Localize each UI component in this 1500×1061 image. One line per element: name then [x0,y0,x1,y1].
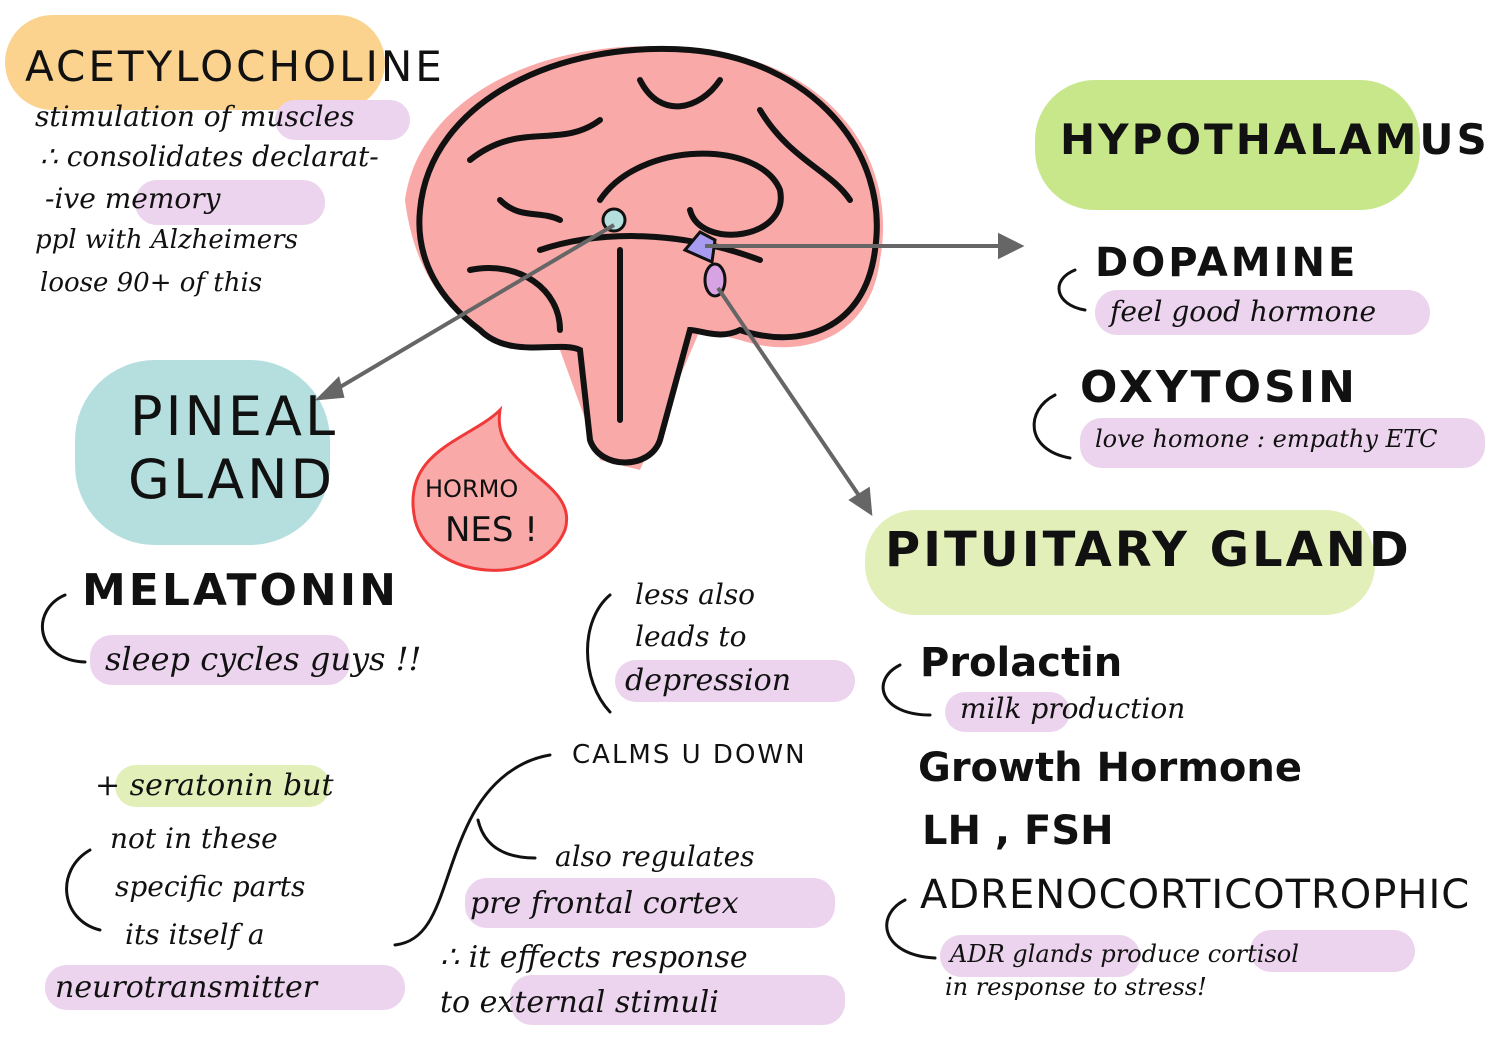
dopamine-note-highlight [1095,290,1430,335]
arrow-to-pituitary [716,286,864,502]
hypothalamus-highlight [1035,80,1420,210]
brain-folds [467,77,853,423]
hormones-badge [411,405,569,572]
pituitary-title: PITUITARY GLAND [885,522,1412,578]
serotonin-highlight [115,765,330,807]
pineal-title: GLAND [128,448,336,511]
prolactin-note: milk production [960,692,1186,725]
serotonin-line: neurotransmitter [55,970,318,1005]
muscles-highlight [275,100,410,140]
cortisol-highlight [1250,930,1415,972]
regulates-line: ∴ it effects response [440,940,748,975]
depression-arrow-icon [586,593,612,714]
memory-highlight [135,180,325,225]
brain-outline [416,46,880,466]
depression-line: depression [625,663,792,698]
depression-line: less also [635,578,756,611]
serotonin-line: its itself a [125,918,265,951]
serotonin-line: not in these [110,822,278,855]
melatonin-note: sleep cycles guys !! [105,640,422,678]
dopamine-label: DOPAMINE [1095,240,1359,286]
external-highlight [510,975,845,1025]
acth-label: ADRENOCORTICOTROPHIC [920,872,1471,918]
regulates-arrow-icon [476,818,537,860]
oxytocin-arrow-icon [1032,393,1072,460]
hormones-badge-text: NES ! [445,510,538,550]
acetylcholine-line: ∴ consolidates declarat- [40,140,379,173]
oxytocin-note: love homone : empathy ETC [1095,425,1438,453]
acth-note: ADR glands produce cortisol [950,940,1299,968]
depression-line: leads to [635,620,747,653]
pineal-title: PINEAL [130,385,339,448]
acetylcholine-line: -ive memory [45,182,221,215]
pineal-highlight [75,360,330,545]
pineal-marker [601,207,627,233]
prefrontal-highlight [465,878,835,928]
acetylcholine-line: loose 90+ of this [40,268,263,298]
adr-highlight [940,935,1140,977]
acetylcholine-title: ACETYLOCHOLINE [25,42,445,91]
prolactin-label: Prolactin [920,640,1123,686]
serotonin-arrow-icon [65,848,102,932]
milk-highlight [945,692,1070,732]
oxytocin-label: OXYTOSIN [1080,362,1358,413]
regulates-line: to external stimuli [440,985,719,1020]
melatonin-label: MELATONIN [82,565,399,616]
hypothalamus-title: HYPOTHALAMUS [1060,115,1490,164]
dopamine-arrow-icon [1057,268,1087,312]
regulates-line: also regulates [555,840,755,873]
hormones-badge-text: HORMO [425,475,519,503]
lh-fsh-label: LH , FSH [922,808,1114,854]
calms-arrow-icon [393,753,552,947]
oxytocin-note-highlight [1080,418,1485,468]
serotonin-line: + seratonin but [95,768,334,803]
acetylcholine-line: ppl with Alzheimers [35,225,298,255]
hypothalamus-marker [682,230,717,265]
melatonin-arrow-icon [40,593,87,664]
acth-arrow-icon [885,898,937,960]
growth-hormone-label: Growth Hormone [918,745,1302,791]
dopamine-note: feel good hormone [1110,295,1377,328]
acetylcholine-highlight [5,15,385,110]
neurotransmitter-highlight [45,965,405,1010]
regulates-line: pre frontal cortex [470,886,739,921]
pituitary-highlight [865,510,1375,615]
melatonin-note-highlight [90,635,350,685]
calms-label: CALMS U DOWN [572,740,807,770]
acth-note: in response to stress! [945,973,1207,1001]
serotonin-line: specific parts [115,870,306,903]
arrow-to-pineal [328,223,616,395]
acetylcholine-line: stimulation of muscles [35,100,355,133]
depression-highlight [615,660,855,702]
prolactin-arrow-icon [881,663,932,717]
